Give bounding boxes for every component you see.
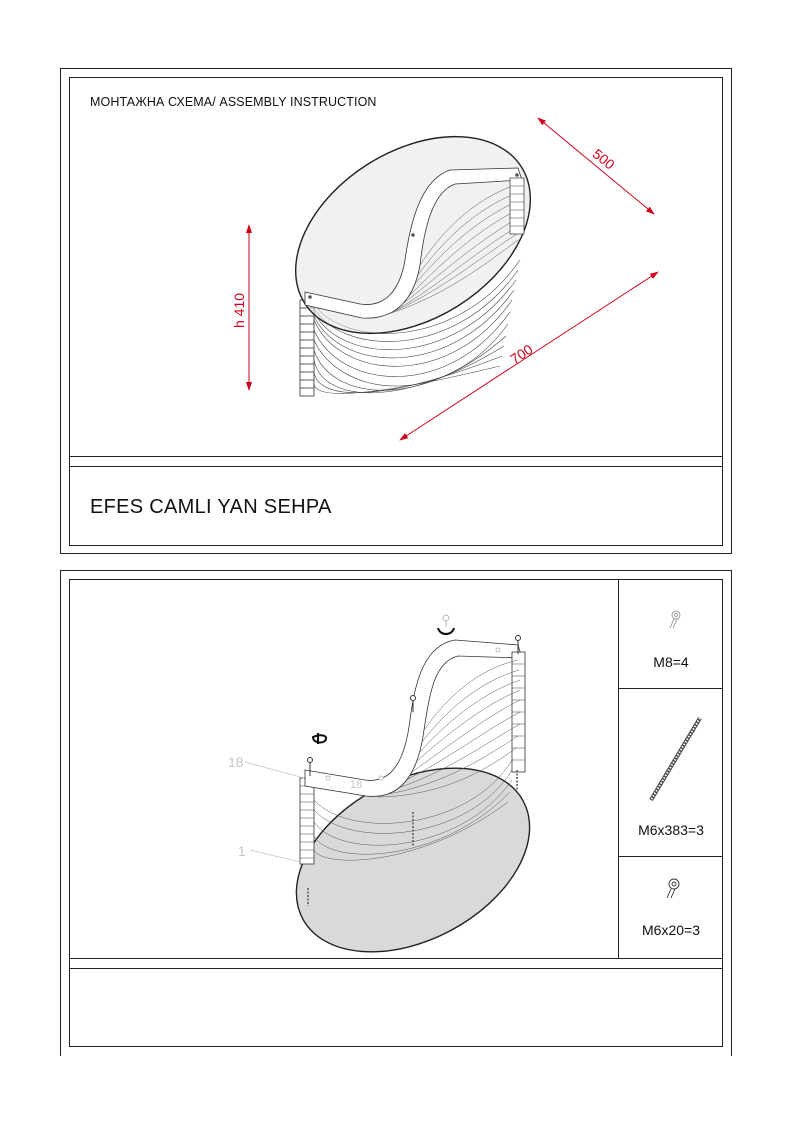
s-frame-end-block (509, 177, 525, 235)
assembly-end-slats (512, 663, 525, 761)
bolt-icon (666, 878, 680, 899)
screw-top-left (307, 757, 313, 776)
parts-column-divider (618, 579, 619, 958)
screw-top-right (515, 635, 521, 654)
rotate-arrow-icon (437, 627, 455, 635)
part-label-m6x383: M6x383=3 (638, 822, 704, 838)
sheet1-outer-frame (60, 68, 732, 554)
sheet1-inner-frame (69, 77, 723, 546)
sheet2-inner-frame (69, 579, 723, 1047)
sheet1-title-divider-bottom (69, 466, 723, 467)
s-frame-end-slats (510, 185, 524, 227)
dimension-500-line (537, 117, 655, 215)
eye-bolt-top (442, 614, 450, 627)
parts-row-divider-1 (618, 688, 723, 689)
screw-top-mid (410, 695, 416, 712)
wrench-icon (311, 733, 328, 744)
assembly-s-frame-slats (313, 659, 521, 861)
product-name: EFES CAMLI YAN SEHPA (90, 496, 332, 518)
sheet2-divider-bottom (69, 968, 723, 969)
parts-row-divider-2 (618, 856, 723, 857)
dimension-700-line (399, 271, 659, 441)
callout-leader-1 (249, 849, 301, 863)
sheet1-title-divider-top (69, 456, 723, 457)
callout-leader-18 (244, 761, 305, 779)
assembly-leg-left-slats (300, 785, 314, 859)
sheet2-outer-frame (60, 570, 732, 1056)
assembly-header: МОНТАЖНА СХЕМА/ ASSEMBLY INSTRUCTION (90, 95, 377, 109)
table-leg (299, 299, 315, 397)
dimension-height-label: h 410 (231, 293, 247, 328)
assembly-leg-left (299, 777, 315, 865)
callout-18-left: 18 (228, 754, 244, 770)
callout-18-center: 18 (350, 779, 362, 791)
callout-1: 1 (238, 843, 246, 859)
part-label-m8: M8=4 (653, 654, 689, 670)
threaded-rod-icon (649, 716, 702, 802)
sheet2-divider-top (69, 958, 723, 959)
part-label-m6x20: M6x20=3 (642, 922, 700, 938)
eye-bolt-icon (669, 610, 681, 629)
